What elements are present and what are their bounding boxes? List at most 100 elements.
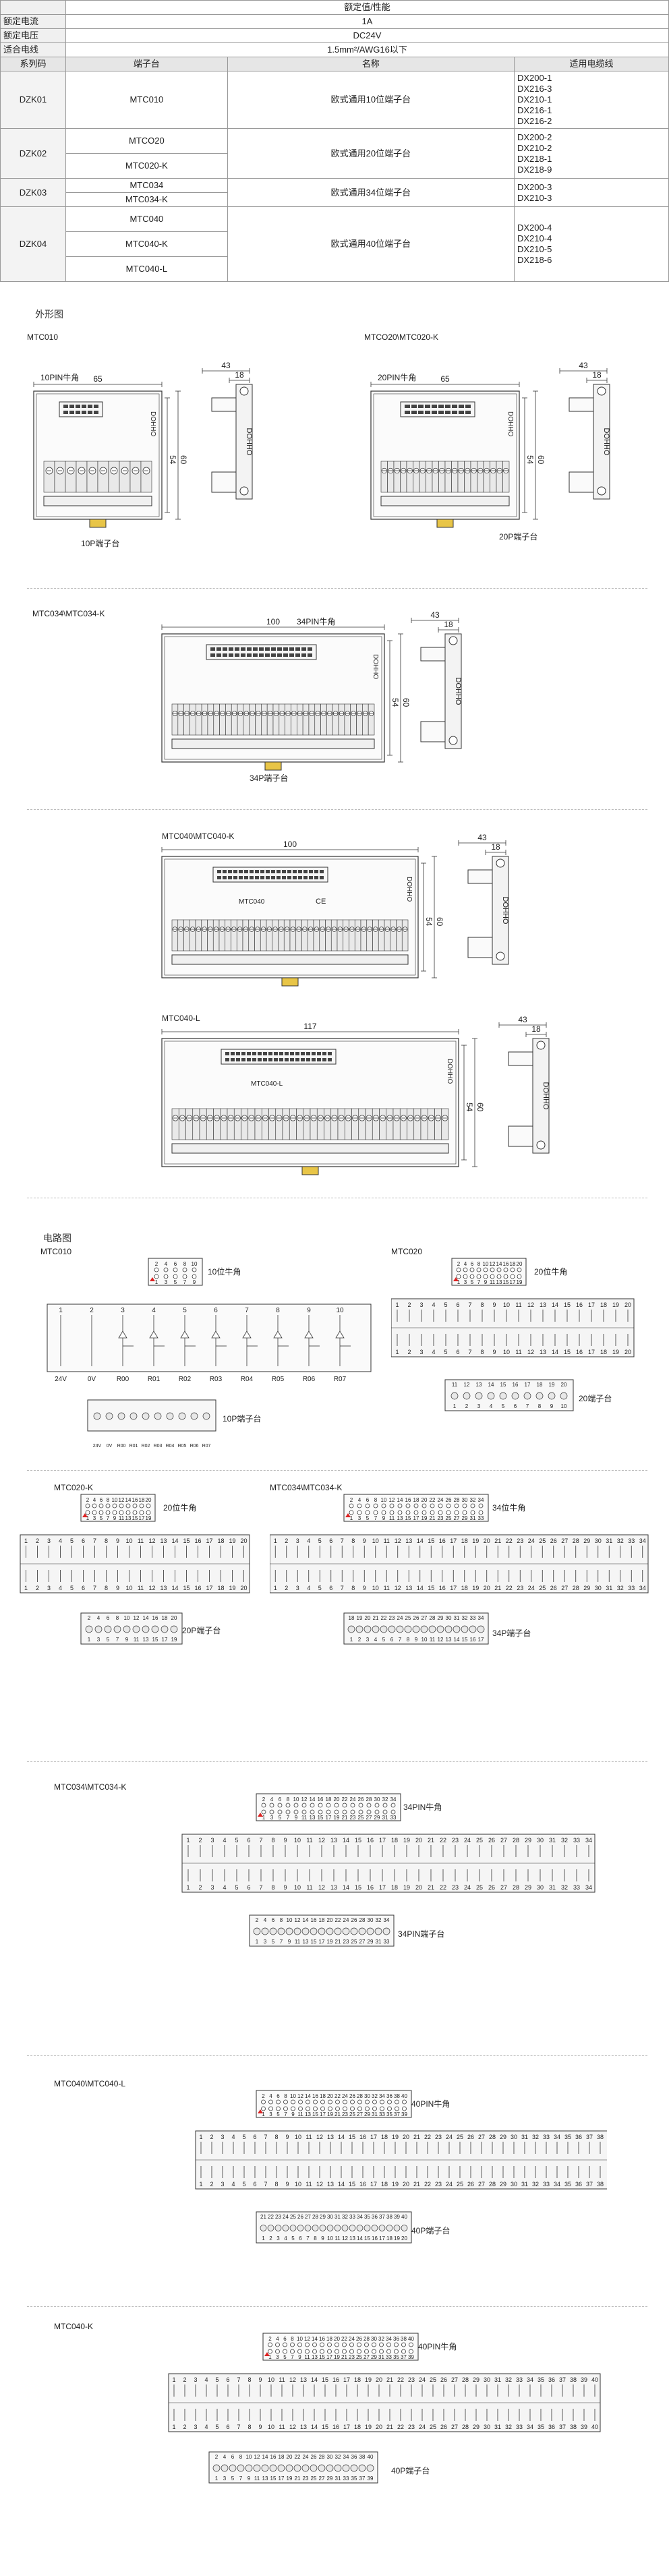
- pin: [328, 1058, 332, 1061]
- circuit-pin-number: 4: [152, 1307, 156, 1314]
- bus-number: 5: [235, 1884, 238, 1891]
- pin-number: 8: [183, 1261, 187, 1267]
- bus-number: 7: [237, 2424, 240, 2430]
- pin-icon: [446, 1510, 451, 1515]
- pin: [465, 411, 471, 414]
- bus-number: 19: [472, 1585, 479, 1591]
- pin-number: 19: [334, 1815, 340, 1821]
- terminal-strip: [171, 1143, 449, 1154]
- terminal-label: 20P端子台: [499, 531, 537, 541]
- terminal-number: 31: [334, 2214, 341, 2220]
- pin-number: 39: [408, 2354, 414, 2360]
- bus-number: 12: [289, 2424, 296, 2430]
- bus-number: 16: [332, 2424, 339, 2430]
- bus-number: 10: [268, 2424, 274, 2430]
- screw-icon: [285, 2464, 293, 2472]
- pin: [260, 870, 264, 873]
- terminal-block: [289, 919, 297, 952]
- bus-number: 17: [343, 2424, 350, 2430]
- pin-icon: [390, 1803, 396, 1808]
- pin: [459, 405, 464, 408]
- terminal-block: [54, 461, 66, 493]
- pin: [255, 870, 259, 873]
- bus-number: 21: [494, 1585, 501, 1591]
- terminal-block: [171, 1108, 179, 1140]
- terminal-block: [295, 919, 302, 952]
- bus-number: 1: [24, 1585, 28, 1591]
- pin-number: 9: [295, 1815, 298, 1821]
- terminal-number: 17: [279, 2476, 285, 2482]
- pin-number: 13: [125, 1515, 132, 1521]
- bus-number: 33: [628, 1538, 635, 1544]
- pin-icon: [366, 1809, 372, 1815]
- pin: [255, 876, 259, 879]
- pin-number: 1: [457, 1279, 461, 1285]
- screw-icon: [105, 1412, 113, 1420]
- pin-number: 16: [132, 1497, 138, 1503]
- pin-icon: [192, 1274, 197, 1279]
- terminal-block: [350, 703, 357, 736]
- connector-block: [262, 2333, 419, 2361]
- pin: [295, 647, 300, 651]
- pin-icon: [454, 1510, 459, 1515]
- screw-icon: [463, 1392, 471, 1400]
- bus-number: 10: [372, 1538, 379, 1544]
- pin-number: 26: [446, 1497, 452, 1503]
- terminal-number: 33: [470, 1615, 476, 1621]
- terminal-number: 26: [351, 1917, 357, 1923]
- pin: [303, 870, 308, 873]
- terminal-number: 22: [381, 1615, 387, 1621]
- bus-number: 28: [573, 1585, 579, 1591]
- pin-icon: [357, 1503, 362, 1509]
- terminal-block: [332, 703, 339, 736]
- header-connector: [221, 1049, 337, 1065]
- terminal-strip: [256, 2211, 412, 2244]
- divider: [27, 1761, 647, 1762]
- terminal-number: 19: [549, 1382, 555, 1388]
- terminal-name: R02: [142, 1444, 150, 1448]
- pin-icon: [283, 2349, 287, 2354]
- pin: [438, 411, 444, 414]
- bus-number: 17: [450, 1585, 457, 1591]
- terminal-block: [393, 461, 401, 493]
- bus-number: 13: [330, 1884, 337, 1891]
- bus-number: 8: [105, 1585, 108, 1591]
- bus-number: 12: [527, 1301, 534, 1308]
- pin-number: 38: [401, 2336, 407, 2342]
- pin-icon: [350, 1803, 355, 1808]
- pin: [88, 411, 92, 414]
- bus-number: 36: [548, 2424, 555, 2430]
- screw-icon: [371, 2225, 378, 2231]
- connector-label: 20PIN牛角: [378, 372, 416, 382]
- pin-number: 6: [279, 1796, 282, 1803]
- pin-icon: [430, 1510, 435, 1515]
- pin: [285, 1052, 289, 1055]
- pin-number: 31: [372, 2111, 378, 2117]
- bus-number: 29: [500, 2134, 506, 2140]
- terminal-name: 24V: [93, 1444, 102, 1448]
- screw-icon: [253, 1927, 261, 1935]
- pin: [241, 647, 245, 651]
- bus-number: 22: [397, 2376, 404, 2383]
- pin: [259, 653, 264, 657]
- terminal-block: [254, 919, 261, 952]
- pin-number: 3: [358, 1515, 361, 1521]
- pin-icon: [503, 1267, 508, 1272]
- pin-icon: [291, 2106, 295, 2111]
- pin: [228, 876, 232, 879]
- bus-number: 14: [343, 1884, 349, 1891]
- pin-number: 27: [366, 1815, 372, 1821]
- terminal-block: [212, 919, 220, 952]
- board-inner: [373, 393, 517, 517]
- dim-label: 60: [435, 917, 444, 927]
- pin-icon: [320, 2106, 325, 2111]
- bus-number: 20: [624, 1301, 631, 1308]
- pin-number: 20: [421, 1497, 428, 1503]
- bus-number: 5: [444, 1301, 447, 1308]
- screw-icon: [318, 2464, 326, 2472]
- terminal-block: [325, 919, 332, 952]
- bus-number: 2: [183, 2376, 186, 2383]
- pin-icon: [343, 2106, 347, 2111]
- brand-label: DOHHO: [454, 678, 462, 705]
